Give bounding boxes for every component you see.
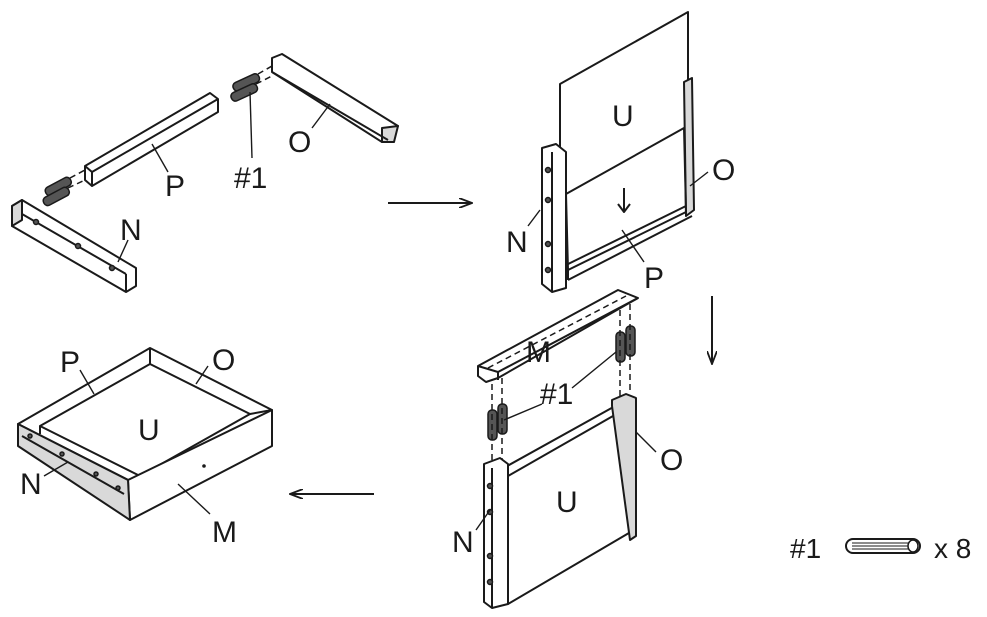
leader-o-step1 — [311, 103, 331, 129]
step2-insert-bottom: U O N P — [506, 11, 735, 295]
label-n-step2: N — [506, 226, 528, 259]
panel-o-step3 — [611, 393, 637, 541]
step1-exploded-frame: P O #1 N — [11, 53, 399, 293]
panel-n-step2 — [541, 143, 567, 293]
step3-attach-front: M #1 O U N — [452, 289, 683, 609]
panel-n-step4 — [17, 423, 131, 521]
label-dowel-step3: #1 — [540, 378, 573, 411]
label-u-step3: U — [556, 486, 578, 519]
leader-n-step3 — [475, 509, 491, 531]
label-u-step4: U — [138, 414, 160, 447]
label-n-step3: N — [452, 526, 474, 559]
leader-dowel-step1 — [249, 91, 253, 159]
leader-n-step4 — [43, 461, 69, 477]
panel-m-step3 — [477, 289, 639, 383]
label-o-step1: O — [288, 126, 311, 159]
panel-n-step3 — [483, 457, 509, 609]
leader-dowel-a-step3 — [503, 403, 543, 421]
leader-o-step4 — [195, 365, 209, 385]
label-o-step3: O — [660, 444, 683, 477]
dowel-group-top — [230, 65, 273, 102]
panel-n-step1 — [11, 199, 137, 293]
step4-finished-drawer: P O U N M — [17, 344, 273, 549]
leader-o-step3 — [635, 431, 657, 453]
label-m-step3: M — [526, 336, 551, 369]
panel-o-step1 — [271, 53, 399, 143]
dowel-icon — [845, 538, 921, 554]
label-n-step4: N — [20, 468, 42, 501]
leader-o-step2 — [689, 171, 709, 187]
label-n-step1: N — [120, 214, 142, 247]
legend-quantity: x 8 — [934, 533, 971, 564]
dowel-group-step3 — [487, 304, 636, 466]
parts-legend: #1 x 8 — [790, 533, 971, 564]
leader-n-step2 — [527, 209, 541, 227]
leader-p-step1 — [151, 143, 169, 173]
label-o-step4: O — [212, 344, 235, 377]
label-dowel-step1: #1 — [234, 162, 267, 195]
label-p-step4: P — [60, 346, 80, 379]
label-m-step4: M — [212, 516, 237, 549]
label-p-step2: P — [644, 262, 664, 295]
leader-p-step4 — [79, 369, 95, 395]
dowel-group-bottom — [42, 169, 86, 207]
board-u-step2 — [559, 11, 689, 269]
label-u-step2: U — [612, 100, 634, 133]
leader-p-step2 — [621, 229, 645, 263]
panel-p-step1 — [84, 92, 219, 187]
label-p-step1: P — [165, 170, 185, 203]
legend-part-label: #1 — [790, 533, 821, 564]
leader-m-step4 — [177, 483, 211, 515]
leader-n-step1 — [117, 239, 129, 263]
leader-dowel-b-step3 — [571, 351, 617, 389]
label-o-step2: O — [712, 154, 735, 187]
